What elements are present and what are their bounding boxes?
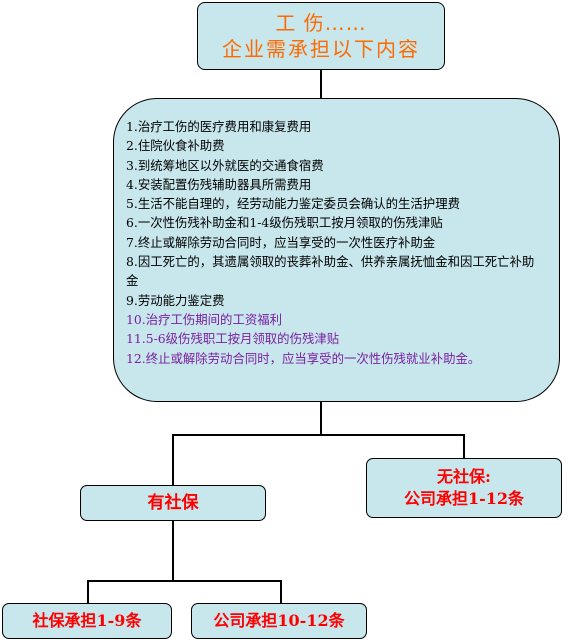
social-insurance-covers-label: 社保承担1-9条: [32, 611, 142, 630]
connector-branch-horizontal: [172, 434, 465, 436]
social-insurance-covers-box: 社保承担1-9条: [2, 603, 172, 639]
list-item: 6.一次性伤残补助金和1-4级伤残职工按月领取的伤残津贴: [126, 215, 443, 231]
no-social-insurance-detail: 公司承担1-12条: [403, 489, 525, 508]
connector-title-to-list: [320, 70, 322, 98]
list-item: 11.5-6级伤残职工按月领取的伤残津贴: [126, 331, 340, 347]
connector-to-company-10-12: [280, 580, 282, 603]
connector-bottom-horizontal: [87, 580, 282, 582]
items-list: 1.治疗工伤的医疗费用和康复费用 2.住院伙食补助费 3.到统筹地区以外就医的交…: [126, 117, 545, 368]
connector-to-has-insurance: [172, 434, 174, 485]
connector-list-down: [320, 402, 322, 435]
list-item: 8.因工死亡的，其遗属领取的丧葬补助金、供养亲属抚恤金和因工死亡补助金: [126, 254, 535, 289]
list-item: 12.终止或解除劳动合同时，应当享受的一次性伤残就业补助金。: [126, 350, 481, 366]
list-item: 7.终止或解除劳动合同时，应当享受的一次性医疗补助金: [126, 234, 436, 250]
connector-has-insurance-down: [172, 521, 174, 581]
connector-to-no-insurance: [463, 434, 465, 458]
title-box: 工 伤…… 企业需承担以下内容: [197, 2, 445, 70]
list-item: 5.生活不能自理的，经劳动能力鉴定委员会确认的生活护理费: [126, 196, 460, 212]
list-item: 1.治疗工伤的医疗费用和康复费用: [126, 119, 312, 134]
no-social-insurance-box: 无社保: 公司承担1-12条: [366, 458, 562, 518]
has-social-insurance-box: 有社保: [80, 485, 266, 521]
list-item: 10.治疗工伤期间的工资福利: [126, 311, 283, 327]
list-item: 9.劳动能力鉴定费: [126, 292, 225, 308]
no-social-insurance-label: 无社保:: [437, 467, 491, 486]
has-social-insurance-label: 有社保: [147, 493, 199, 513]
list-item: 4.安装配置伤残辅助器具所需费用: [126, 176, 312, 192]
connector-to-social-1-9: [87, 580, 89, 603]
title-line-1: 工 伤……: [275, 11, 367, 35]
items-list-box: 1.治疗工伤的医疗费用和康复费用 2.住院伙食补助费 3.到统筹地区以外就医的交…: [113, 98, 560, 402]
title-line-2: 企业需承担以下内容: [222, 37, 420, 61]
list-item: 3.到统筹地区以外就医的交通食宿费: [126, 157, 324, 173]
company-covers-label: 公司承担10-12条: [213, 611, 345, 630]
company-covers-box: 公司承担10-12条: [191, 603, 367, 639]
list-item: 2.住院伙食补助费: [126, 138, 225, 154]
